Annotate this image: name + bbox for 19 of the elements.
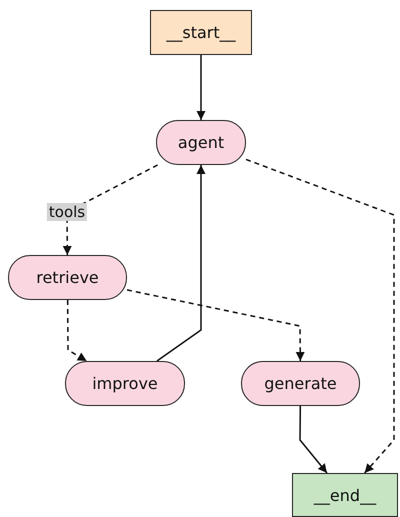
process-node [8,255,127,300]
process-node [156,120,246,165]
node-label: __end__ [314,486,376,504]
end-box [292,473,398,517]
arrow [196,55,206,120]
node-label: retrieve [36,268,99,287]
process-node [241,361,360,406]
arrow [156,165,206,362]
node-label: improve [92,374,158,393]
edge-label: tools [46,203,88,221]
arrow [66,300,88,362]
node-label: agent [178,133,224,152]
node-label: __start__ [166,23,236,42]
node-label: generate [264,374,337,393]
process-node [65,361,185,406]
arrow [299,406,328,474]
arrow [246,158,395,474]
start-box [150,10,252,55]
arrow [126,289,305,361]
